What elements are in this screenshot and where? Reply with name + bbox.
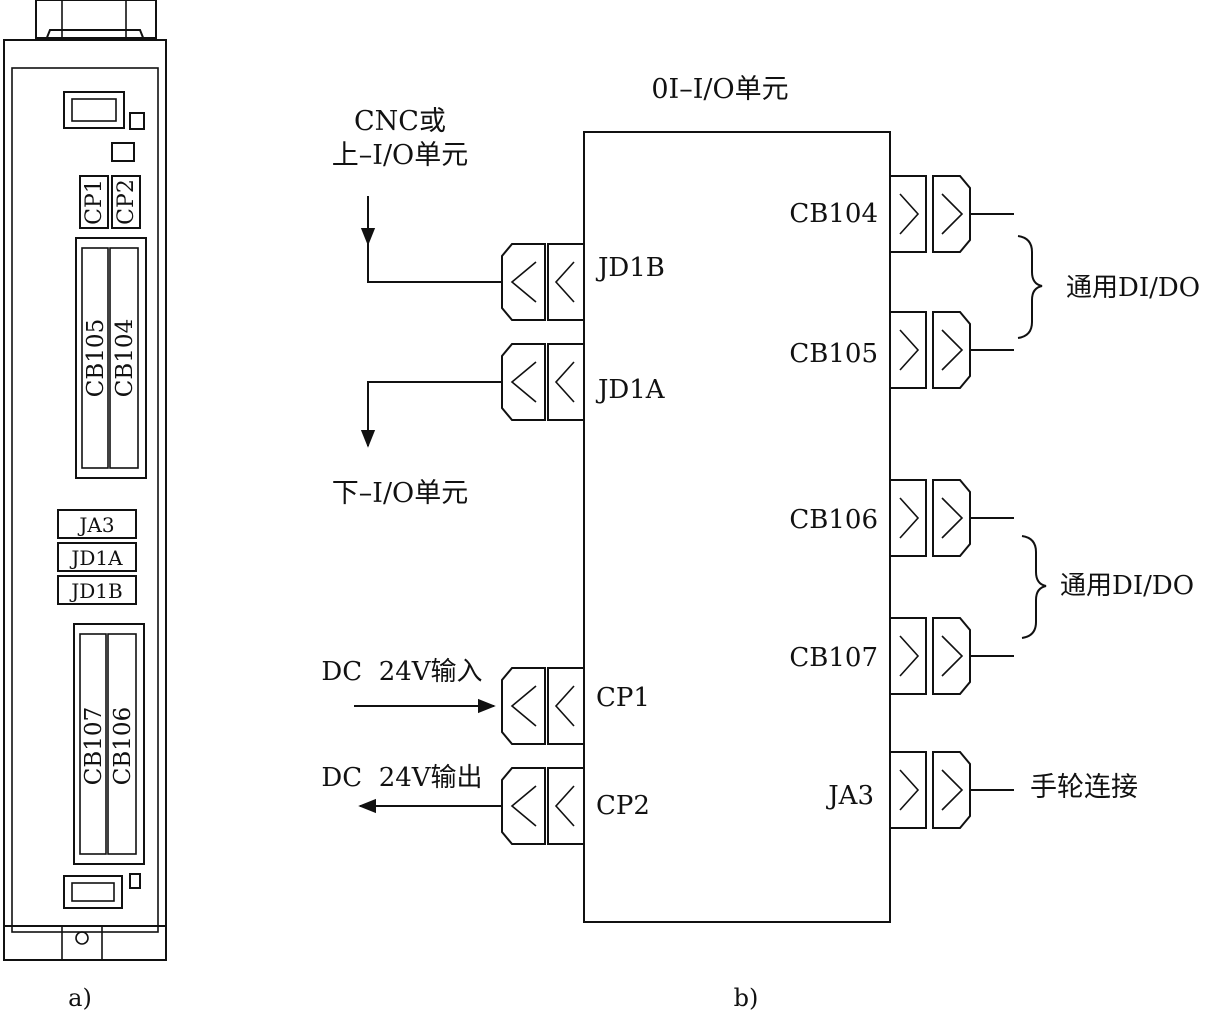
jd1a-connector (501, 343, 585, 421)
cp1-connector (501, 667, 585, 745)
ja3-connector (889, 751, 1014, 829)
led-indicator-2 (111, 142, 135, 162)
wire-upper-to-jd1b (367, 196, 502, 283)
lower-unit-label: 下–I/O单元 (332, 478, 468, 509)
cp1-label-a: CP1 (82, 179, 107, 225)
cp2-label-a: CP2 (114, 179, 139, 225)
jd1b-label: JD1B (595, 253, 665, 283)
wire-jd1a-to-lower (360, 381, 502, 448)
handwheel-label: 手轮连接 (1030, 772, 1138, 803)
cb104-cb105-block (75, 237, 147, 479)
ja3-label: JA3 (825, 781, 874, 811)
jd1b-port (57, 575, 137, 605)
cb106-label-a: CB106 (110, 707, 136, 785)
unit-title: 0I–I/O单元 (651, 74, 788, 105)
cb106-cb107-block (73, 623, 145, 865)
cb105-label-a: CB105 (83, 319, 109, 397)
cb104-connector (889, 175, 1014, 253)
jd1a-label-a: JD1A (69, 546, 123, 570)
ja3-label-a: JA3 (77, 513, 114, 537)
upper-unit-label-line1: CNC或 (354, 106, 446, 137)
led-indicator (129, 112, 145, 130)
bottom-window (63, 875, 123, 909)
brace-dido-1 (1017, 235, 1043, 339)
cb107-label-a: CB107 (81, 707, 107, 785)
jd1a-label: JD1A (595, 375, 666, 405)
module-front-view: CP1 CP2 CB105 CB104 JA3 JD1A JD1B CB107 … (3, 0, 167, 961)
dc-in-label: DC 24V输入 (321, 657, 482, 687)
cb106-label: CB106 (789, 505, 878, 535)
upper-unit-label-line2: 上–I/O单元 (332, 140, 468, 171)
caption-a: a) (68, 984, 92, 1012)
cp2-label: CP2 (596, 791, 650, 821)
cb107-connector (889, 617, 1014, 695)
cp2-port (111, 175, 141, 229)
cp1-port (79, 175, 109, 229)
ja3-port (57, 509, 137, 539)
jd1b-connector (501, 243, 585, 321)
cb105-label: CB105 (789, 339, 878, 369)
jd1a-port (57, 542, 137, 572)
bottom-latch (4, 925, 166, 960)
status-window (63, 91, 125, 129)
cb107-label: CB107 (789, 643, 878, 673)
cb106-connector (889, 479, 1014, 557)
cp2-connector (501, 767, 585, 845)
cp1-label: CP1 (596, 683, 650, 713)
brace-dido-2 (1021, 535, 1047, 639)
general-dido-label-1: 通用DI/DO (1066, 273, 1200, 303)
io-unit-box (583, 131, 891, 923)
cb105-connector (889, 311, 1014, 389)
led-indicator-3 (129, 873, 141, 889)
caption-b: b) (734, 984, 759, 1012)
cb104-label: CB104 (789, 199, 878, 229)
dc-out-label: DC 24V输出 (321, 763, 482, 793)
jd1b-label-a: JD1B (69, 579, 122, 603)
cb104-label-a: CB104 (112, 319, 138, 397)
general-dido-label-2: 通用DI/DO (1060, 571, 1194, 601)
